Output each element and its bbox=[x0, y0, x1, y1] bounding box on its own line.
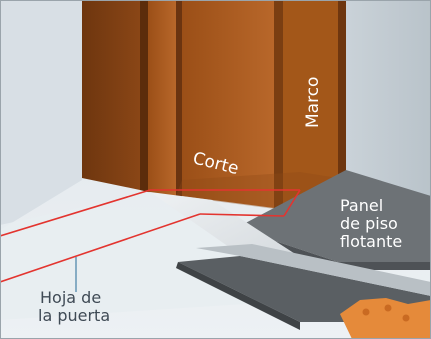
door-frame bbox=[82, 0, 346, 210]
svg-text:de piso: de piso bbox=[340, 214, 398, 233]
svg-text:flotante: flotante bbox=[340, 232, 402, 251]
saw-tool bbox=[176, 244, 431, 339]
svg-text:Hoja de: Hoja de bbox=[40, 288, 101, 307]
saw-blade bbox=[340, 298, 431, 339]
cut-lines bbox=[0, 189, 301, 283]
label-hoja-de-la-puerta: Hoja de la puerta bbox=[38, 288, 110, 325]
label-marco: Marco bbox=[303, 77, 323, 128]
svg-text:Panel: Panel bbox=[340, 196, 383, 215]
svg-text:la puerta: la puerta bbox=[38, 306, 110, 325]
left-wall bbox=[0, 0, 82, 230]
marco-board bbox=[283, 0, 338, 210]
label-panel-piso-flotante: Panel de piso flotante bbox=[340, 196, 402, 251]
back-wall bbox=[330, 0, 431, 205]
